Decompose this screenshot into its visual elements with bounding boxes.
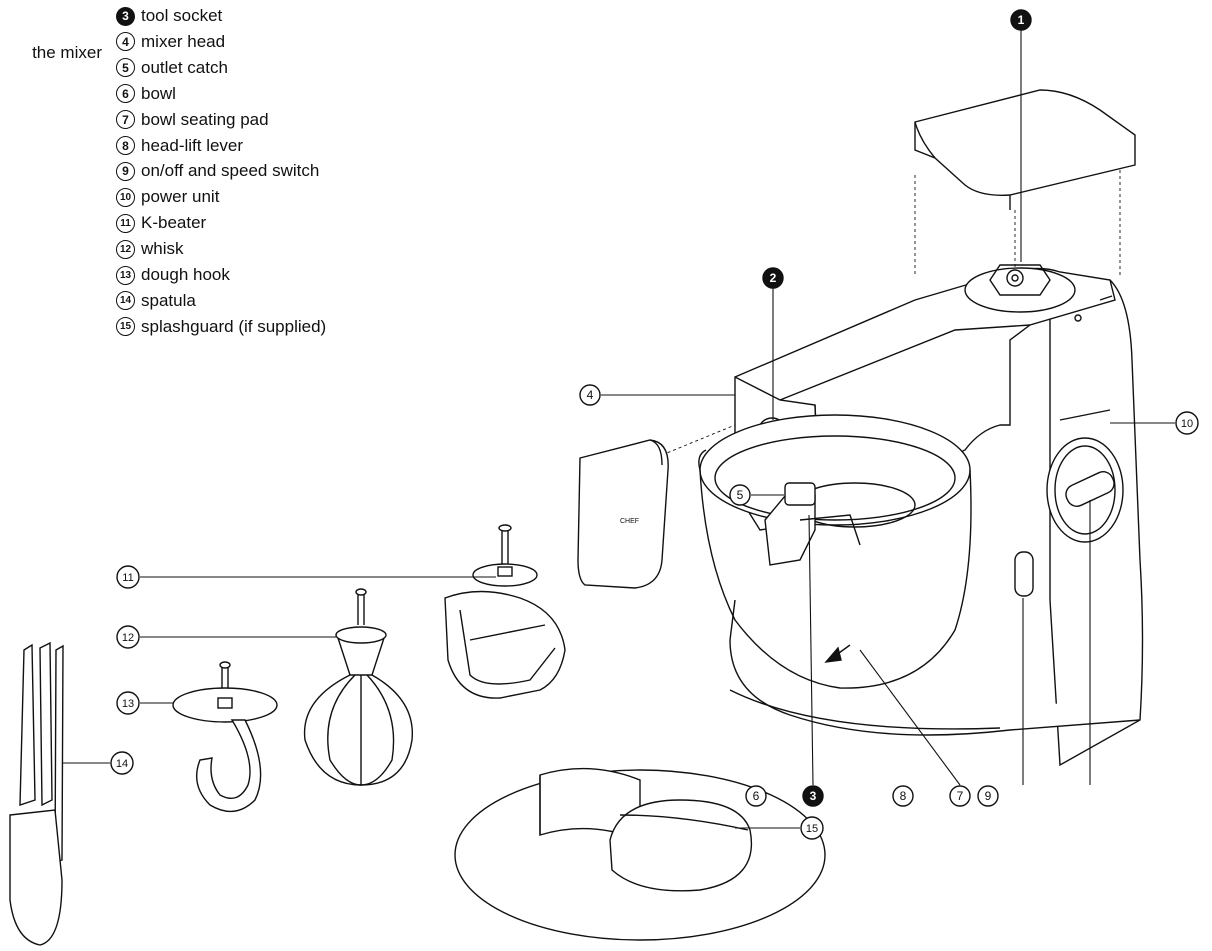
legend-number-badge: 6 [116,84,135,104]
bowl [698,414,972,689]
legend-number-badge: 9 [116,161,135,181]
legend-item: 9 on/off and speed switch [116,158,319,184]
svg-text:7: 7 [957,789,964,803]
legend-item: 13 dough hook [116,262,230,288]
legend-item-label: tool socket [141,6,223,25]
legend-item-label: dough hook [141,265,230,284]
legend-item: 10 power unit [116,184,219,210]
legend-item: 11 K-beater [116,210,206,236]
legend-item: 7 bowl seating pad [116,107,269,133]
callout-4: 4 [579,384,601,406]
legend-item: 6 bowl [116,81,176,107]
svg-text:6: 6 [753,789,760,803]
callout-8: 8 [892,785,914,807]
svg-text:9: 9 [985,789,992,803]
svg-text:11: 11 [122,572,133,584]
svg-text:15: 15 [806,823,818,835]
legend-item-label: bowl seating pad [141,109,269,129]
legend-number-badge: 3 [116,6,135,26]
callout-10: 10 [1175,411,1199,435]
legend-item: 12 whisk [116,236,184,262]
legend-item: 8 head-lift lever [116,133,243,159]
svg-text:14: 14 [116,758,128,770]
legend-number-badge: 14 [116,291,135,311]
legend-item: 5 outlet catch [116,55,228,81]
spatula-part [9,641,64,946]
splashguard-part [454,767,826,941]
callout-2: 2 [762,267,784,289]
callout-7: 7 [949,785,971,807]
front-cover [577,439,669,589]
legend-number-badge: 15 [116,317,135,337]
legend-item: 14 spatula [116,288,196,314]
legend-number-badge: 10 [116,187,135,207]
outlet-catch-part [784,482,816,506]
head-lift-lever [1014,551,1034,597]
svg-text:5: 5 [737,488,744,502]
svg-text:4: 4 [587,388,594,402]
legend-item-label: power unit [141,187,220,207]
legend-item-label: on/off and speed switch [141,161,320,181]
legend-item: 4 mixer head [116,29,225,55]
callout-6: 6 [745,785,767,807]
callout-3: 3 [802,785,824,807]
legend-number-badge: 7 [116,110,135,130]
cover-mark: CHEF [620,518,639,525]
callout-13: 13 [116,691,140,715]
legend-item-label: spatula [141,290,196,310]
callout-9: 9 [977,785,999,807]
callout-12: 12 [116,625,140,649]
svg-text:10: 10 [1181,418,1193,430]
legend-number-badge: 12 [116,239,135,259]
top-outlet [964,264,1113,322]
legend-number-badge: 5 [116,58,135,78]
legend-item: 3 tool socket [116,3,222,29]
leader-lines [62,30,1175,829]
svg-text:13: 13 [122,698,134,710]
legend-group-label: the mixer [32,43,102,62]
legend-item: 15 splashguard (if supplied) [116,314,326,340]
callout-1: 1 [1010,9,1032,31]
legend-item-label: bowl [141,83,176,103]
legend-item-label: head-lift lever [141,135,244,155]
svg-text:2: 2 [770,271,777,285]
legend-number-badge: 8 [116,136,135,155]
whisk-part [303,588,414,786]
svg-text:12: 12 [122,632,134,644]
legend-number-badge: 4 [116,32,135,52]
assembly-guides [661,140,1121,456]
legend-item-label: K-beater [141,213,207,233]
callout-14: 14 [110,751,134,775]
legend-item-label: splashguard (if supplied) [141,316,327,336]
callout-5: 5 [729,484,751,506]
legend-item-label: mixer head [141,31,226,51]
legend-number-badge: 13 [116,265,135,285]
legend-number-badge: 11 [116,213,135,233]
bowl-beater [764,489,861,566]
outlet-cover [914,89,1136,210]
svg-text:1: 1 [1018,13,1025,27]
svg-text:8: 8 [900,789,907,803]
dough-hook-part [172,661,278,813]
callout-15: 15 [800,816,824,840]
callout-11: 11 [116,565,140,589]
k-beater-part [444,524,566,699]
legend-item-label: whisk [141,239,184,259]
speed-switch [1046,409,1124,543]
svg-text:3: 3 [810,789,817,803]
mixer-base [729,599,1141,736]
seating-arrow [824,644,851,663]
legend-item-label: outlet catch [141,57,228,77]
